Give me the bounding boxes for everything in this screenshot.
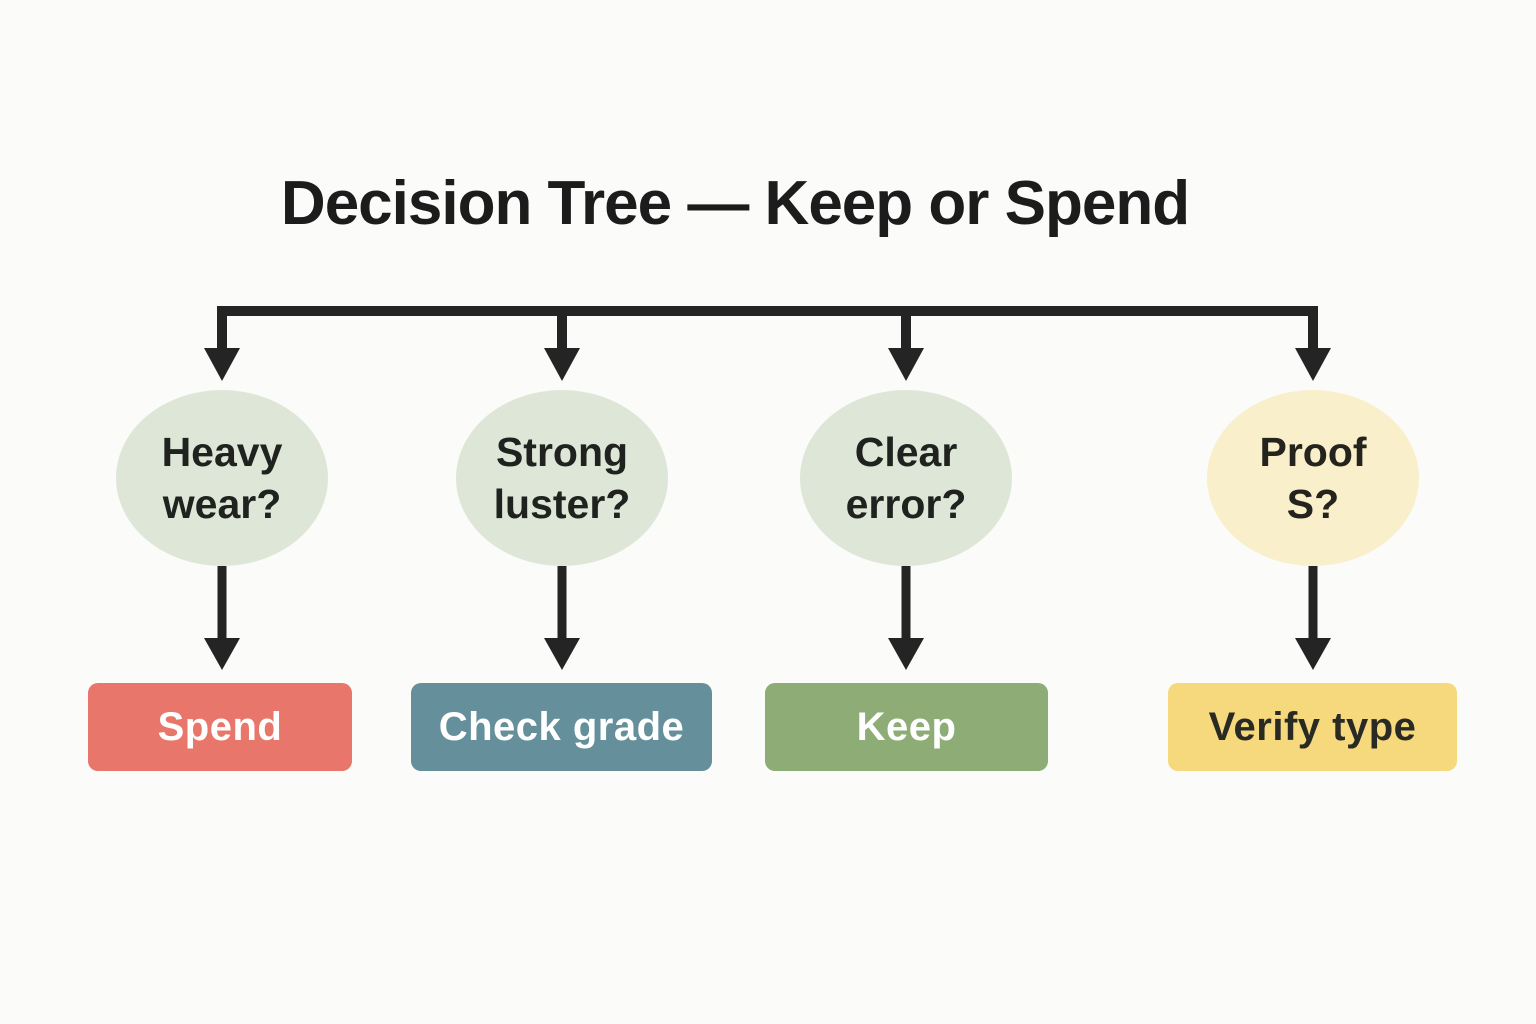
action-check-grade: Check grade xyxy=(411,683,712,771)
arrow-down-icon xyxy=(204,348,240,381)
arrow-down-icon xyxy=(544,638,580,670)
question-label: Clear error? xyxy=(845,428,967,527)
arrow-down-icon xyxy=(888,348,924,381)
node-clear-error: Clear error? xyxy=(800,390,1012,566)
question-label: Heavy wear? xyxy=(161,428,283,527)
arrow-down-icon xyxy=(544,348,580,381)
action-spend: Spend xyxy=(88,683,352,771)
action-keep: Keep xyxy=(765,683,1048,771)
question-label: Proof S? xyxy=(1259,428,1367,527)
arrow-down-icon xyxy=(1295,638,1331,670)
node-strong-luster: Strong luster? xyxy=(456,390,668,566)
arrow-down-icon xyxy=(888,638,924,670)
node-proof-s: Proof S? xyxy=(1207,390,1419,566)
action-label: Keep xyxy=(856,704,957,749)
page-title: Decision Tree — Keep or Spend xyxy=(280,168,1190,238)
top-rail-line xyxy=(217,306,1318,352)
action-label: Spend xyxy=(157,704,283,749)
action-verify-type: Verify type xyxy=(1168,683,1457,771)
action-label: Verify type xyxy=(1208,704,1417,749)
node-heavy-wear: Heavy wear? xyxy=(116,390,328,566)
question-label: Strong luster? xyxy=(493,428,631,527)
arrow-down-icon xyxy=(1295,348,1331,381)
arrow-down-icon xyxy=(204,638,240,670)
action-label: Check grade xyxy=(438,704,685,749)
